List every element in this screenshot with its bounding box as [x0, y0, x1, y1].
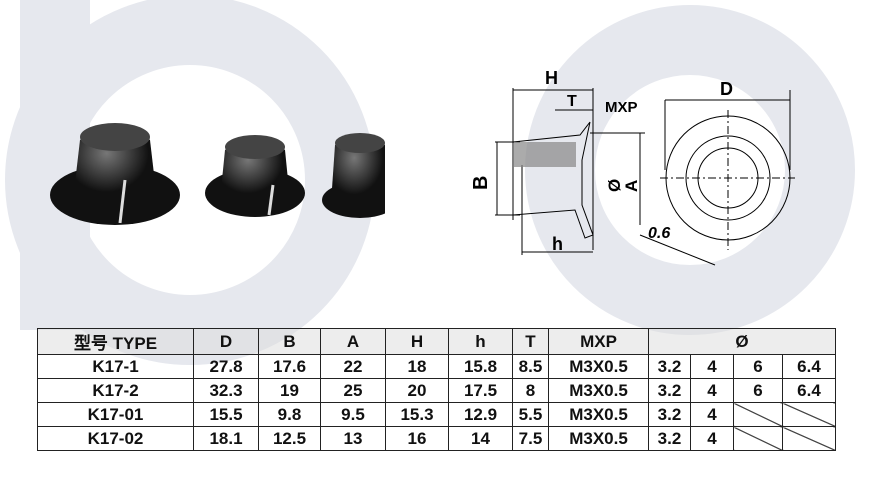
label-phi: Ø: [605, 179, 624, 192]
cell-h: 14: [448, 426, 513, 451]
cell-type: K17-01: [37, 402, 194, 427]
cell-phi: 3.2: [648, 354, 691, 379]
knob-photos: [50, 123, 385, 225]
cell-phi: 4: [690, 354, 734, 379]
header-B: B: [258, 328, 321, 355]
cell-phi: [733, 402, 783, 427]
cell-MXP: M3X0.5: [548, 378, 649, 403]
cell-type: K17-2: [37, 378, 194, 403]
knob-k17-2: [205, 135, 305, 217]
label-rib-width: 0.6: [648, 225, 670, 242]
cell-phi: 4: [690, 378, 734, 403]
cell-h: 17.5: [448, 378, 513, 403]
cell-H: 20: [385, 378, 449, 403]
cell-phi: 6: [733, 378, 783, 403]
cell-phi: 6.4: [782, 378, 836, 403]
cell-D: 15.5: [193, 402, 259, 427]
cell-B: 17.6: [258, 354, 321, 379]
cell-MXP: M3X0.5: [548, 426, 649, 451]
cell-B: 9.8: [258, 402, 321, 427]
cell-T: 8: [512, 378, 549, 403]
label-h: h: [552, 234, 563, 254]
dimension-diagram: H T MXP B Ø A h D 0.6: [470, 68, 795, 266]
label-T: T: [567, 93, 577, 110]
cell-H: 18: [385, 354, 449, 379]
cell-phi: [733, 426, 783, 451]
header-D: D: [193, 328, 259, 355]
cell-type: K17-02: [37, 426, 194, 451]
cell-phi: 6.4: [782, 354, 836, 379]
knob-k17-1: [50, 123, 180, 225]
cell-phi: [782, 426, 836, 451]
cell-A: 25: [320, 378, 386, 403]
knob-k17-01: [322, 133, 385, 218]
cell-phi: 4: [690, 402, 734, 427]
cell-phi: 6: [733, 354, 783, 379]
table-header: 型号 TYPE D B A H h T MXP Ø: [37, 328, 836, 355]
label-A: A: [622, 180, 641, 192]
header-MXP: MXP: [548, 328, 649, 355]
cell-T: 7.5: [512, 426, 549, 451]
cell-T: 5.5: [512, 402, 549, 427]
cell-MXP: M3X0.5: [548, 402, 649, 427]
label-B: B: [470, 176, 492, 190]
cell-phi: 3.2: [648, 426, 691, 451]
header-H: H: [385, 328, 449, 355]
cell-B: 19: [258, 378, 321, 403]
header-A: A: [320, 328, 386, 355]
label-H: H: [545, 68, 558, 88]
cell-phi: 3.2: [648, 402, 691, 427]
cell-H: 15.3: [385, 402, 449, 427]
cell-B: 12.5: [258, 426, 321, 451]
header-type: 型号 TYPE: [37, 328, 194, 355]
cell-T: 8.5: [512, 354, 549, 379]
cell-D: 18.1: [193, 426, 259, 451]
header-h: h: [448, 328, 513, 355]
cell-h: 15.8: [448, 354, 513, 379]
cell-MXP: M3X0.5: [548, 354, 649, 379]
cell-D: 32.3: [193, 378, 259, 403]
cell-type: K17-1: [37, 354, 194, 379]
cell-phi: 4: [690, 426, 734, 451]
label-D: D: [720, 79, 733, 99]
cell-A: 13: [320, 426, 386, 451]
label-MXP: MXP: [605, 99, 638, 116]
cell-A: 9.5: [320, 402, 386, 427]
cell-A: 22: [320, 354, 386, 379]
cell-phi: [782, 402, 836, 427]
cell-phi: 3.2: [648, 378, 691, 403]
header-phi: Ø: [648, 328, 836, 355]
cell-D: 27.8: [193, 354, 259, 379]
header-T: T: [512, 328, 549, 355]
cell-H: 16: [385, 426, 449, 451]
cell-h: 12.9: [448, 402, 513, 427]
